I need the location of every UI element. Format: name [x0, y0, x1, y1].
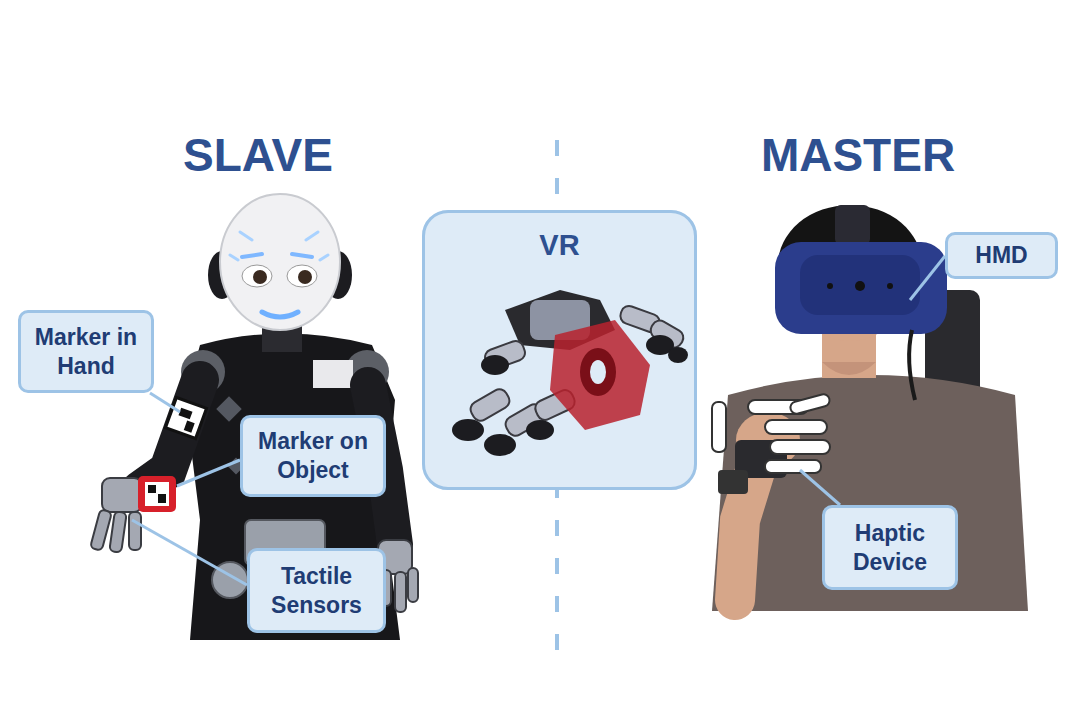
vr-panel-fill	[422, 210, 697, 490]
vr-panel: VR	[422, 210, 697, 490]
section-title: MASTER	[761, 128, 955, 182]
callout-box: Tactile Sensors	[247, 548, 386, 633]
callout-box: Marker in Hand	[18, 310, 154, 393]
callout-box: Marker on Object	[240, 415, 386, 497]
node-text: VR	[539, 227, 579, 263]
node-text: Marker on Object	[251, 427, 375, 485]
node-text: Tactile Sensors	[258, 562, 375, 620]
callout-box: Haptic Device	[822, 505, 958, 590]
node-text: Haptic Device	[833, 519, 947, 577]
section-title: SLAVE	[183, 128, 333, 182]
robot-illustration	[90, 194, 418, 640]
node-text: Marker in Hand	[29, 323, 143, 381]
callout-box: HMD	[945, 232, 1058, 279]
vr-hand	[452, 290, 688, 456]
node-text: HMD	[975, 241, 1027, 270]
operator-illustration	[712, 205, 1028, 611]
